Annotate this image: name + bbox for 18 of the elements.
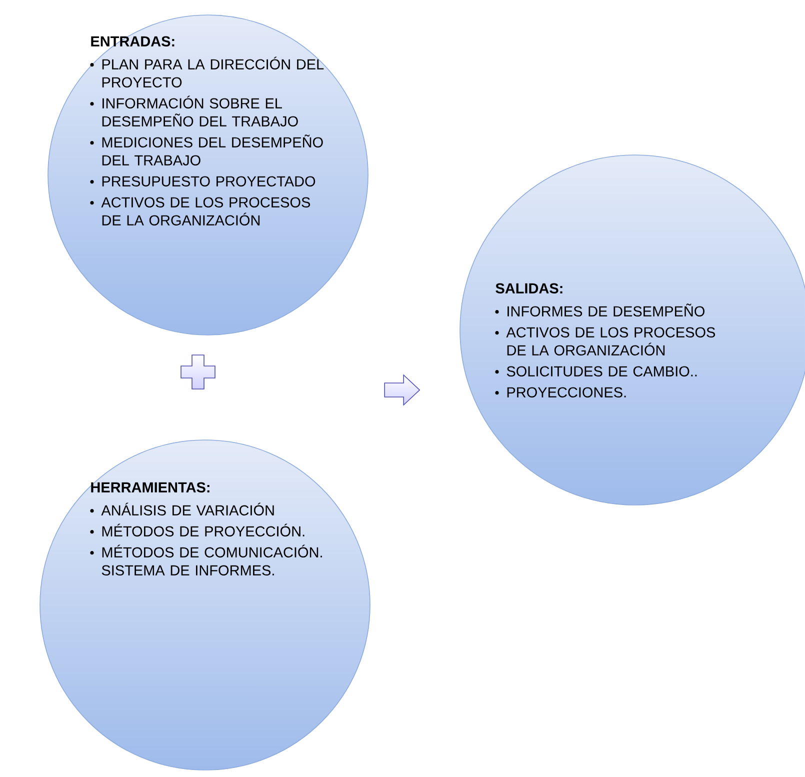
block-arrow — [384, 374, 420, 406]
bullet-item: PROYECCIONES. — [495, 387, 626, 398]
bullet-item: MÉTODOS DE PROYECCIÓN. — [90, 524, 304, 536]
bullet-item: MEDICIONES DEL DESEMPEÑO DEL TRABAJO — [90, 134, 323, 166]
bullet-item: ANÁLISIS DE VARIACIÓN — [90, 502, 274, 516]
bullet-item: ACTIVOS DE LOS PROCESOS DE LA ORGANIZACIÓN — [90, 197, 310, 226]
bullet-item: SOLICITUDES DE CAMBIO.. — [495, 366, 697, 376]
circle-node — [48, 14, 368, 336]
bullet-item: ACTIVOS DE LOS PROCESOS DE LA ORGANIZACIÓN — [495, 327, 716, 356]
bullet-item: PRESUPUESTO PROYECTADO — [90, 176, 316, 186]
bullet-item: MÉTODOS DE COMUNICACIÓN. SISTEMA DE INFORMES. — [90, 544, 322, 576]
heading: HERRAMIENTAS: — [91, 482, 210, 492]
heading: SALIDAS: — [496, 283, 562, 294]
bullet-item: INFORMES DE DESEMPEÑO — [495, 304, 704, 316]
bullet-item: PLAN PARA LA DIRECCIÓN DEL PROYECTO — [90, 56, 324, 88]
bullet-item: INFORMACIÓN SOBRE EL DESEMPEÑO DEL TRABAJO — [90, 96, 298, 126]
heading: ENTRADAS: — [91, 36, 174, 46]
circle-node — [40, 440, 370, 770]
